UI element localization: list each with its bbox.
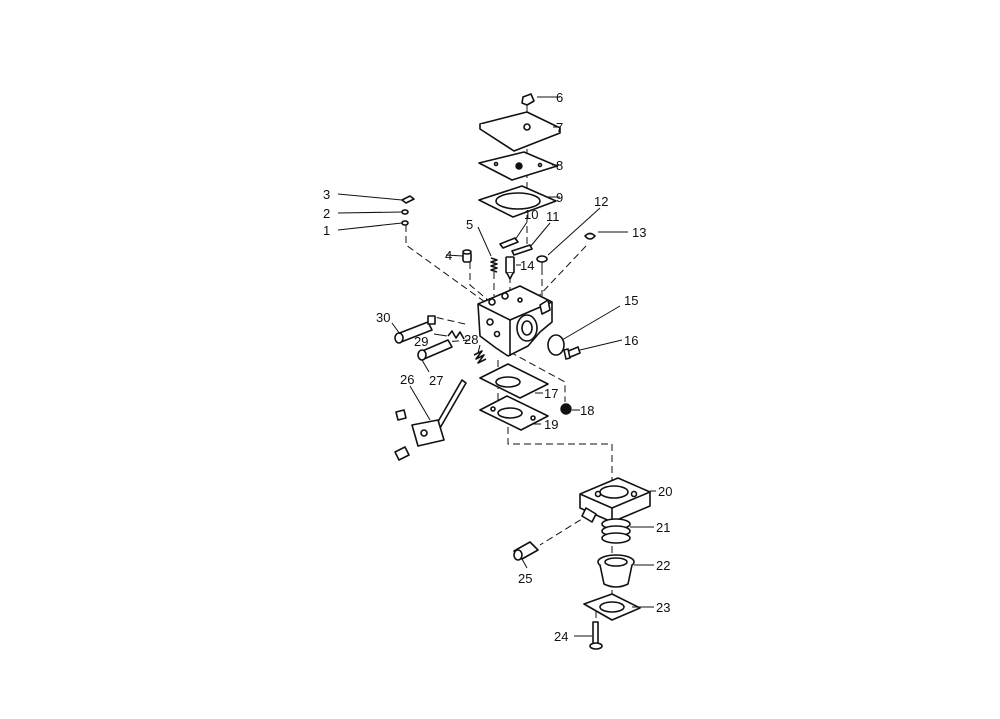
callout-11: 11 (546, 209, 560, 224)
part-26-throttle-shaft (394, 379, 467, 461)
callout-labels: 1 2 3 4 5 6 7 8 9 10 11 12 13 14 15 16 1… (323, 90, 672, 644)
callout-1: 1 (323, 223, 330, 238)
callout-27: 27 (429, 373, 443, 388)
callout-7: 7 (556, 120, 563, 135)
callout-30: 30 (376, 310, 390, 325)
part-5-spring (490, 257, 498, 273)
callout-15: 15 (624, 293, 638, 308)
callout-18: 18 (580, 403, 594, 418)
callout-26: 26 (400, 372, 414, 387)
part-10-lever (499, 237, 519, 249)
callout-19: 19 (544, 417, 558, 432)
callout-22: 22 (656, 558, 670, 573)
part-9-gasket (478, 185, 557, 218)
callout-10: 10 (524, 207, 538, 222)
part-23-gasket (583, 593, 641, 621)
part-29-spring (447, 330, 465, 340)
part-19-plate (479, 395, 549, 431)
part-15-plate (547, 334, 565, 356)
callout-16: 16 (624, 333, 638, 348)
part-24-screw (589, 621, 603, 650)
callout-2: 2 (323, 206, 330, 221)
callout-21: 21 (656, 520, 670, 535)
part-6-screw (521, 93, 535, 110)
part-21-spring (601, 518, 631, 544)
callout-13: 13 (632, 225, 646, 240)
callout-28: 28 (464, 332, 478, 347)
callout-12: 12 (594, 194, 608, 209)
assembly-guide-lines (405, 105, 613, 622)
part-12-screw (536, 255, 548, 268)
part-20-housing (579, 477, 651, 523)
part-28-spring (473, 350, 487, 364)
callout-5: 5 (466, 217, 473, 232)
part-7-pump-cover (479, 111, 561, 152)
callout-6: 6 (556, 90, 563, 105)
callout-23: 23 (656, 600, 670, 615)
part-18-ball (560, 403, 572, 415)
callout-25: 25 (518, 571, 532, 586)
part-16-screw (563, 346, 581, 360)
part-17-gasket (479, 363, 549, 399)
leader-lines (337, 96, 656, 637)
callout-9: 9 (556, 190, 563, 205)
callout-14: 14 (520, 258, 534, 273)
callout-3: 3 (323, 187, 330, 202)
part-22-cup (597, 554, 635, 588)
callout-20: 20 (658, 484, 672, 499)
callout-8: 8 (556, 158, 563, 173)
part-14-needle (505, 256, 515, 280)
carburetor-body (477, 285, 553, 357)
callout-17: 17 (544, 386, 558, 401)
callout-29: 29 (414, 334, 428, 349)
part-3-needle (401, 195, 415, 204)
part-13-clip (584, 232, 596, 240)
part-11-pin (511, 244, 533, 256)
part-25-fitting (513, 541, 539, 561)
callout-4: 4 (445, 248, 452, 263)
part-2-ring (401, 209, 409, 215)
part-1-ring (401, 220, 409, 226)
callout-24: 24 (554, 629, 568, 644)
part-4-plug (462, 249, 472, 263)
part-8-pump-diaphragm (478, 151, 558, 181)
